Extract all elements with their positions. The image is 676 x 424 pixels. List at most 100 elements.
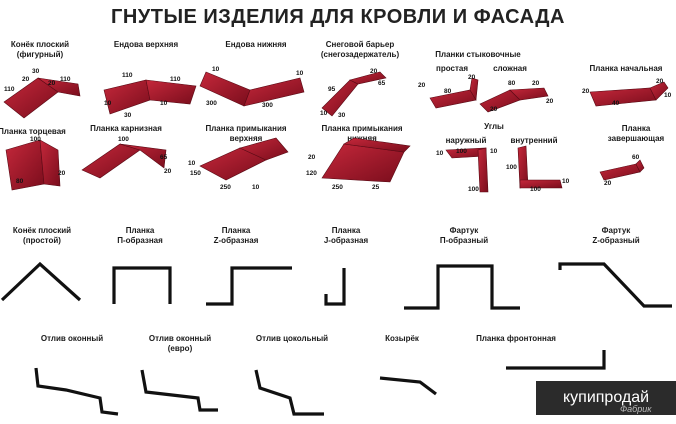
part-planka-primykaniya-nizhnyaya bbox=[321, 137, 411, 183]
part-planka-prostaya bbox=[429, 77, 479, 109]
profile-fartuk-p bbox=[404, 264, 520, 310]
label-kozyrek: Козырёк bbox=[385, 334, 419, 343]
dim-label: 300 bbox=[262, 102, 273, 109]
dim-label: 80 bbox=[444, 88, 452, 95]
dim-label: 20 bbox=[22, 76, 30, 83]
dim-label: 10 bbox=[252, 184, 260, 191]
profile-otliv-tsokolny bbox=[254, 369, 324, 416]
label-konek-prostoy: Конёк плоский(простой) bbox=[12, 226, 72, 245]
profile-planka-p bbox=[112, 266, 172, 304]
label-otliv-tsokolny: Отлив цокольный bbox=[255, 334, 329, 343]
part-ugol-vnutrenny bbox=[517, 145, 563, 189]
dim-label: 80 bbox=[16, 178, 24, 185]
dim-label: 250 bbox=[220, 184, 231, 191]
dim-label: 20 bbox=[418, 82, 426, 89]
dim-label: 20 bbox=[532, 80, 540, 87]
dim-label: 30 bbox=[124, 112, 132, 119]
part-planka-nachalnaya bbox=[589, 81, 669, 107]
label-planka-frontonnaya: Планка фронтонная bbox=[476, 334, 556, 343]
dim-label: 110 bbox=[170, 76, 181, 83]
dim-label: 20 bbox=[468, 74, 476, 81]
dim-label: 100 bbox=[118, 136, 129, 143]
profile-planka-frontonnaya bbox=[506, 350, 606, 370]
dim-label: 100 bbox=[530, 186, 541, 193]
dim-label: 65 bbox=[160, 154, 168, 161]
dim-label: 30 bbox=[32, 68, 40, 75]
dim-label: 20 bbox=[58, 170, 66, 177]
dim-label: 110 bbox=[60, 76, 71, 83]
dim-label: 10 bbox=[212, 66, 220, 73]
page-title: ГНУТЫЕ ИЗДЕЛИЯ ДЛЯ КРОВЛИ И ФАСАДА bbox=[111, 6, 565, 28]
dim-label: 100 bbox=[30, 136, 41, 143]
label-snegovoy-barier: Снеговой барьер(снегозадержатель) bbox=[320, 40, 400, 59]
dim-label: 20 bbox=[656, 78, 664, 85]
part-planka-karniznaya bbox=[81, 143, 167, 179]
label-prostaya: простая bbox=[436, 64, 468, 73]
dim-label: 10 bbox=[562, 178, 570, 185]
dim-label: 110 bbox=[122, 72, 133, 79]
dim-label: 10 bbox=[490, 148, 498, 155]
profile-planka-j bbox=[324, 268, 346, 306]
part-konek-figurny bbox=[3, 77, 81, 119]
dim-label: 20 bbox=[308, 154, 316, 161]
dim-label: 30 bbox=[338, 112, 346, 119]
label-otliv-okonny: Отлив оконный bbox=[40, 334, 104, 343]
dim-label: 40 bbox=[612, 100, 620, 107]
part-planka-slozhnaya bbox=[479, 87, 549, 113]
label-endova-verkhnyaya: Ендова верхняя bbox=[113, 40, 179, 49]
part-planka-primykaniya-verkhnyaya bbox=[199, 137, 289, 181]
dim-label: 100 bbox=[468, 186, 479, 193]
part-endova-verkhnyaya bbox=[103, 79, 197, 115]
label-naruzhny: наружный bbox=[445, 136, 487, 145]
label-otliv-okonny-evro: Отлив оконный(евро) bbox=[148, 334, 212, 353]
dim-label: 10 bbox=[104, 100, 112, 107]
dim-label: 10 bbox=[320, 110, 328, 117]
dim-label: 10 bbox=[664, 92, 672, 99]
dim-label: 110 bbox=[4, 86, 15, 93]
dim-label: 25 bbox=[372, 184, 380, 191]
part-snegovoy-barier bbox=[321, 71, 387, 117]
dim-label: 20 bbox=[164, 168, 172, 175]
part-planka-tortsevaya bbox=[5, 139, 61, 191]
label-ugly: Углы bbox=[484, 122, 504, 131]
profile-kozyrek bbox=[379, 376, 437, 396]
part-endova-nizhnyaya bbox=[199, 71, 305, 107]
label-vnutrenny: внутренний bbox=[510, 136, 558, 145]
dim-label: 95 bbox=[328, 86, 336, 93]
label-konek-figurny: Конёк плоский(фигурный) bbox=[10, 40, 70, 59]
dim-label: 20 bbox=[582, 88, 590, 95]
dim-label: 20 bbox=[370, 68, 378, 75]
label-planka-karniznaya: Планка карнизная bbox=[90, 124, 162, 133]
dim-label: 10 bbox=[296, 70, 304, 77]
label-planka-tortsevaya: Планка торцевая bbox=[0, 127, 66, 136]
dim-label: 20 bbox=[604, 180, 612, 187]
dim-label: 120 bbox=[306, 170, 317, 177]
dim-label: 65 bbox=[378, 80, 386, 87]
profile-konek-prostoy bbox=[0, 261, 82, 302]
dim-label: 250 bbox=[332, 184, 343, 191]
dim-label: 300 bbox=[206, 100, 217, 107]
kupiprodai-logo: купипродай bbox=[536, 381, 676, 415]
dim-label: 10 bbox=[436, 150, 444, 157]
dim-label: 20 bbox=[546, 98, 554, 105]
part-planka-zavershayushchaya bbox=[599, 159, 645, 181]
watermark: Фабрик bbox=[620, 404, 652, 414]
dim-label: 100 bbox=[456, 148, 467, 155]
label-endova-nizhnyaya: Ендова нижняя bbox=[225, 40, 287, 49]
part-ugol-naruzhny bbox=[445, 147, 489, 193]
dim-label: 10 bbox=[160, 100, 168, 107]
dim-label: 150 bbox=[190, 170, 201, 177]
dim-label: 10 bbox=[188, 160, 196, 167]
profile-planka-z bbox=[206, 266, 292, 306]
dim-label: 100 bbox=[506, 164, 517, 171]
profile-otliv-okonny bbox=[34, 367, 119, 416]
profile-fartuk-z bbox=[558, 262, 672, 308]
label-planka-nachalnaya: Планка начальная bbox=[589, 64, 663, 73]
